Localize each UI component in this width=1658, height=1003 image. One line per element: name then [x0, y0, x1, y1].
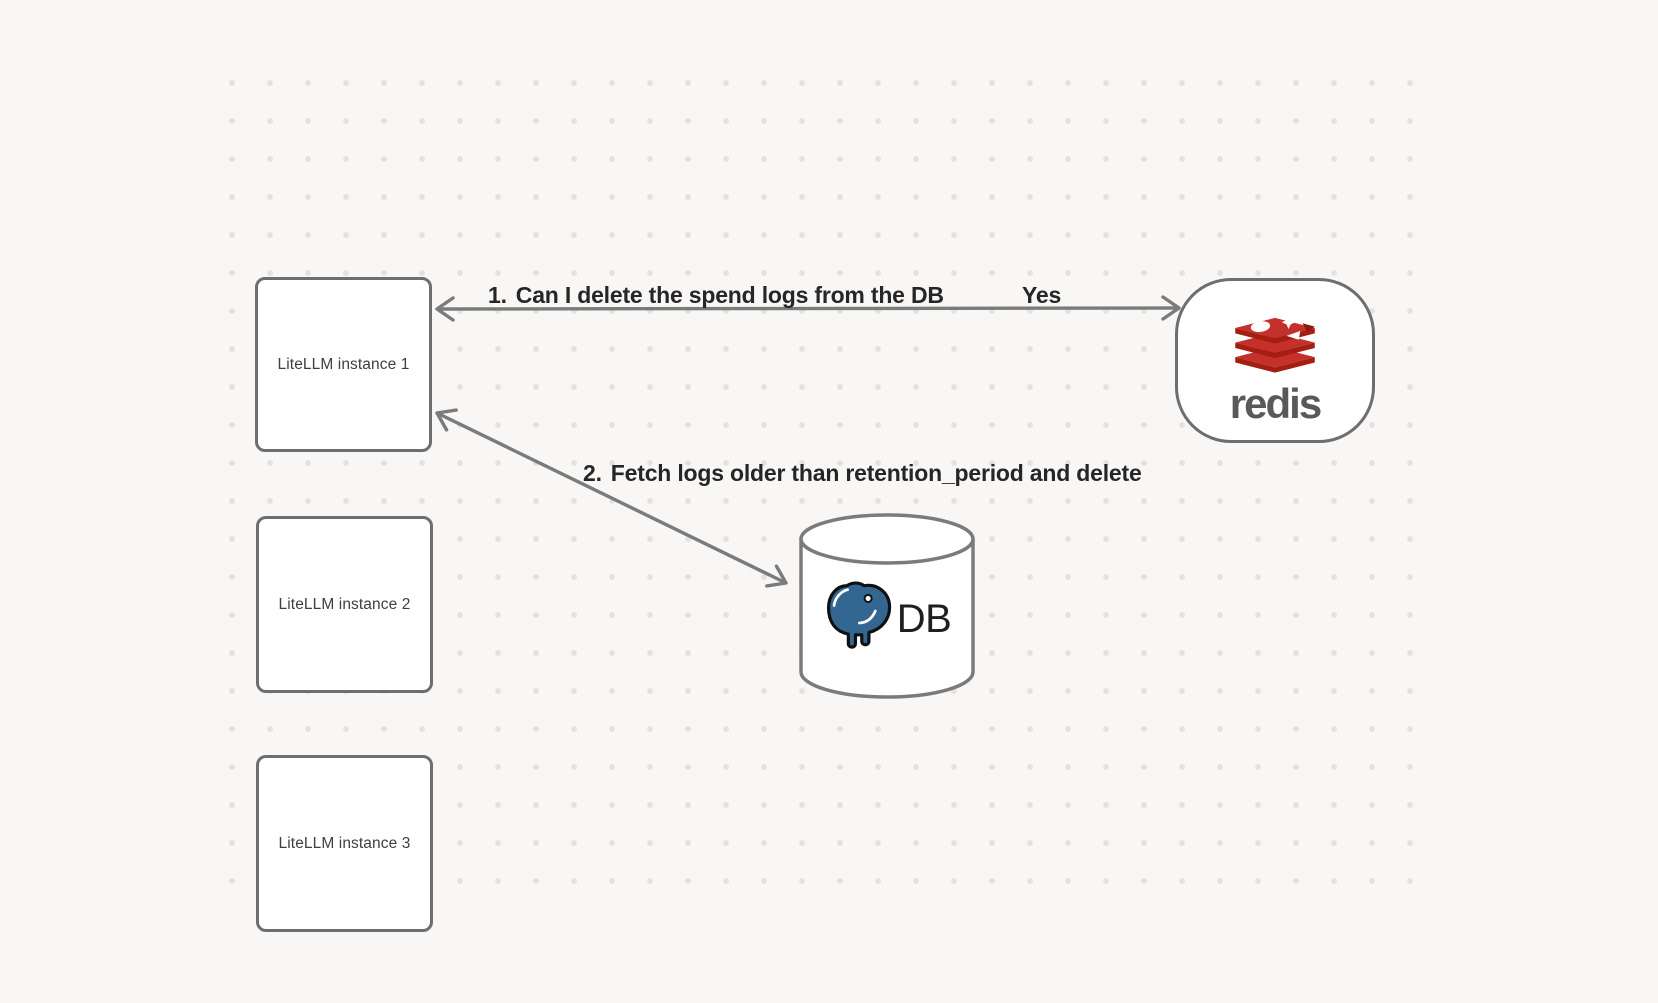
- node-litellm-instance-1[interactable]: LiteLLM instance 1: [255, 277, 432, 452]
- edge-1-text: Can I delete the spend logs from the DB: [515, 282, 944, 308]
- postgresql-elephant-icon: [826, 581, 891, 649]
- database-node-content: DB: [807, 578, 967, 660]
- edge-1-response-text: Yes: [1022, 282, 1062, 308]
- edge-1-response-label: Yes: [1022, 282, 1061, 309]
- node-database[interactable]: DB: [797, 512, 977, 702]
- edge-2-label: 2. Fetch logs older than retention_perio…: [583, 460, 1142, 487]
- database-label: DB: [896, 596, 952, 641]
- redis-logo-icon: [1235, 315, 1315, 373]
- edge-1-number: 1.: [488, 282, 507, 308]
- edge-1-label: 1. Can I delete the spend logs from the …: [488, 282, 944, 309]
- edge-2-number: 2.: [583, 460, 602, 486]
- node-litellm-instance-2-label: LiteLLM instance 2: [278, 595, 411, 613]
- edge-2-text: Fetch logs older than retention_period a…: [610, 460, 1142, 486]
- node-litellm-instance-3-label: LiteLLM instance 3: [278, 834, 411, 852]
- node-litellm-instance-1-label: LiteLLM instance 1: [277, 355, 410, 373]
- node-litellm-instance-3[interactable]: LiteLLM instance 3: [256, 755, 433, 932]
- redis-wordmark: redis: [1229, 380, 1322, 427]
- node-redis[interactable]: redis: [1175, 278, 1375, 443]
- node-litellm-instance-2[interactable]: LiteLLM instance 2: [256, 516, 433, 693]
